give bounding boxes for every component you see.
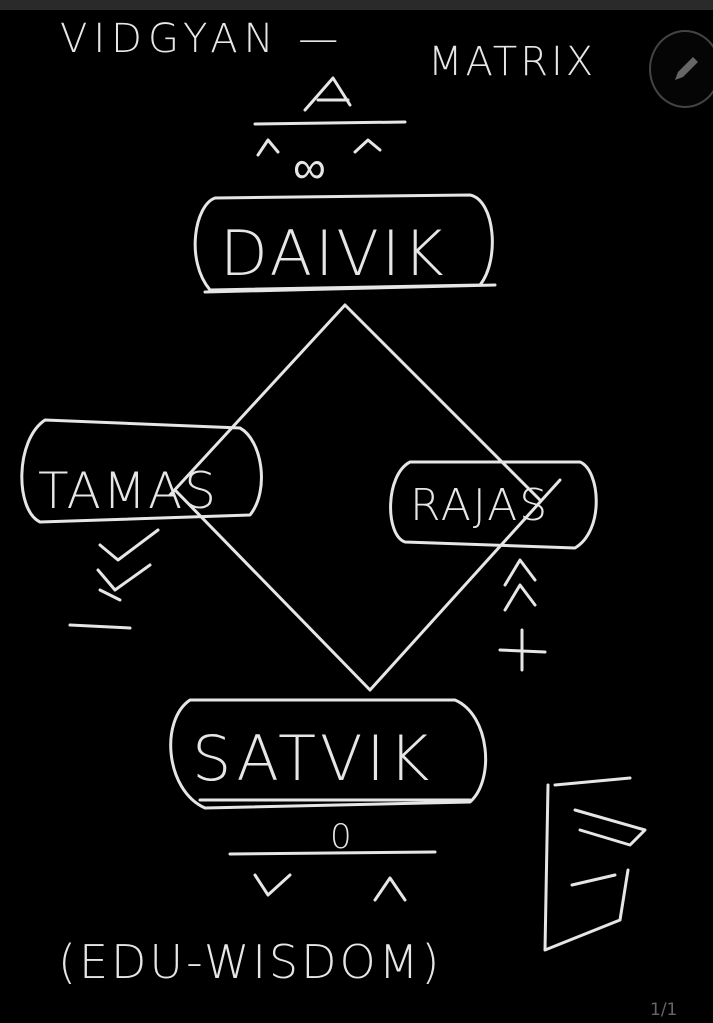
tamas-oval: [20, 418, 263, 524]
daivik-underline: [203, 283, 497, 294]
small-carets: [256, 138, 382, 157]
node-tamas: TAMAS: [38, 462, 218, 520]
node-rajas: RAJAS: [410, 480, 549, 531]
rajas-oval: [389, 460, 598, 550]
bottom-marks: [253, 873, 407, 902]
rule-line: [253, 120, 407, 126]
footer-label: (EDU-WISDOM): [58, 935, 442, 989]
side-glyph: [543, 776, 647, 952]
title-left: VIDGYAN —: [60, 16, 344, 62]
zero-mark: 0: [330, 817, 352, 857]
satvik-oval: [169, 698, 488, 810]
page-indicator: 1/1: [650, 1000, 678, 1020]
node-daivik: DAIVIK: [220, 217, 447, 290]
bottom-rule: [228, 850, 437, 856]
top-status-bar: [0, 0, 713, 10]
tamas-marks: [68, 528, 160, 630]
infinity-symbol: ∞: [293, 140, 326, 194]
rajas-marks: [498, 558, 547, 672]
title-right: MATRIX: [428, 39, 596, 85]
caret-mark: [303, 76, 352, 112]
node-satvik: SATVIK: [192, 722, 433, 795]
edit-button[interactable]: [649, 30, 713, 108]
diamond: [168, 303, 562, 692]
pencil-icon: [675, 57, 698, 80]
